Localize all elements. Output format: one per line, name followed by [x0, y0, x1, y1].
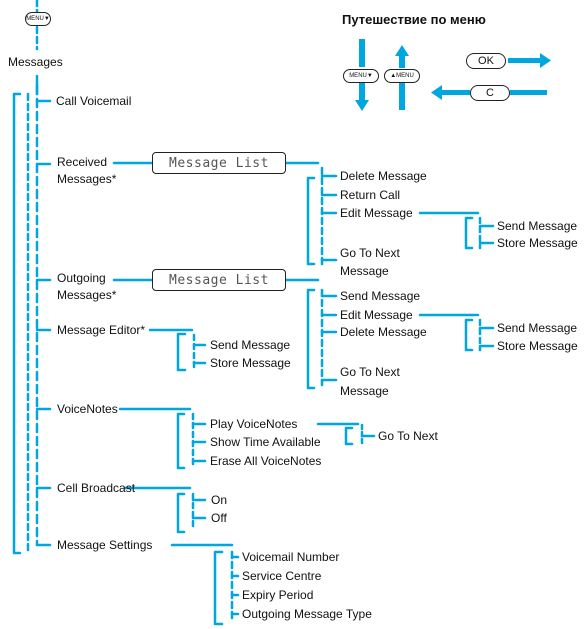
- editor-store-message: Store Message: [210, 356, 291, 370]
- item-voicenotes: VoiceNotes: [57, 402, 118, 416]
- item-cell-broadcast: Cell Broadcast: [57, 481, 136, 495]
- root-messages: Messages: [8, 55, 63, 69]
- voicenotes-play: Play VoiceNotes: [210, 417, 298, 431]
- ok-key-icon: OK: [466, 53, 506, 69]
- received-edit-message: Edit Message: [340, 206, 413, 220]
- received-return-call: Return Call: [340, 188, 401, 202]
- editor-send-message: Send Message: [210, 338, 291, 352]
- c-key-label: C: [486, 87, 494, 99]
- received-edit-send-message: Send Message: [497, 219, 578, 233]
- cell-broadcast-off: Off: [211, 511, 227, 525]
- legend-menu-down-label: MENU▼: [349, 73, 373, 79]
- voicenotes-show-time-available: Show Time Available: [210, 435, 321, 449]
- settings-voicemail-number: Voicemail Number: [242, 550, 340, 564]
- outgoing-go-to-next-line2: Message: [340, 384, 389, 398]
- legend-menu-up-key-icon: ▲MENU: [384, 69, 420, 83]
- ok-key-label: OK: [478, 55, 494, 67]
- settings-service-centre: Service Centre: [242, 569, 322, 583]
- item-outgoing-messages-line1: Outgoing: [57, 271, 106, 285]
- legend-menu-up-label: ▲MENU: [390, 73, 414, 79]
- menu-down-key-label: MENU▼: [26, 16, 50, 22]
- outgoing-delete-message: Delete Message: [340, 325, 427, 339]
- legend-menu-down-key-icon: MENU▼: [343, 69, 379, 83]
- legend-title: Путешествие по меню: [342, 12, 486, 27]
- outgoing-send-message: Send Message: [340, 289, 421, 303]
- c-key-icon: C: [470, 85, 510, 101]
- received-go-to-next-line1: Go To Next: [340, 246, 400, 260]
- voicenotes-go-to-next: Go To Next: [378, 429, 438, 443]
- item-received-messages-line2: Messages*: [57, 172, 117, 186]
- received-edit-store-message: Store Message: [497, 236, 578, 250]
- item-outgoing-messages-line2: Messages*: [57, 288, 117, 302]
- cell-broadcast-on: On: [211, 493, 228, 507]
- received-delete-message: Delete Message: [340, 169, 427, 183]
- item-message-editor: Message Editor*: [57, 323, 146, 337]
- received-message-list-screen: Message List: [152, 152, 286, 174]
- settings-outgoing-message-type: Outgoing Message Type: [242, 607, 372, 621]
- outgoing-edit-store-message: Store Message: [497, 339, 578, 353]
- item-received-messages-line1: Received: [57, 155, 108, 169]
- outgoing-edit-message: Edit Message: [340, 308, 413, 322]
- outgoing-message-list-screen: Message List: [152, 269, 286, 291]
- outgoing-edit-send-message: Send Message: [497, 321, 578, 335]
- received-go-to-next-line2: Message: [340, 264, 389, 278]
- item-message-settings: Message Settings: [57, 538, 153, 552]
- menu-down-key-icon: MENU▼: [25, 12, 51, 26]
- item-call-voicemail: Call Voicemail: [56, 94, 132, 108]
- outgoing-go-to-next-line1: Go To Next: [340, 365, 400, 379]
- voicenotes-erase-all: Erase All VoiceNotes: [210, 454, 322, 468]
- settings-expiry-period: Expiry Period: [242, 588, 314, 602]
